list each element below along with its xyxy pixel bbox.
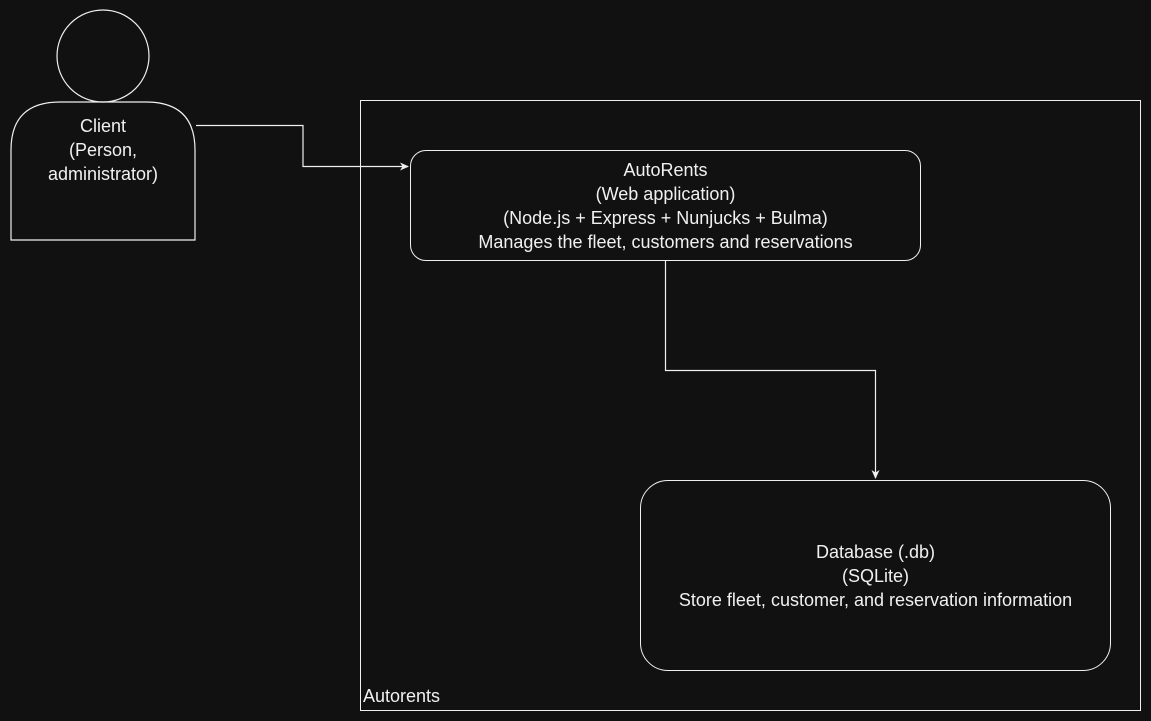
database-name: Database (.db) [815,541,936,562]
system-boundary[interactable]: Autorents [360,100,1141,711]
database-description: Store fleet, customer, and reservation i… [678,589,1073,610]
app-to-database-connector[interactable] [664,261,880,479]
actor-label-line: Client [79,116,127,136]
client-actor-label: Client (Person, administrator) [10,114,196,186]
actor-label-line: (Person, [68,140,138,160]
app-type: (Web application) [595,183,736,204]
system-boundary-label: Autorents [363,686,441,706]
app-name: AutoRents [623,159,708,180]
person-head [56,9,150,103]
database-container[interactable]: Database (.db) (SQLite) Store fleet, cus… [640,480,1111,671]
database-technology: (SQLite) [841,565,910,586]
person-icon[interactable] [10,9,196,241]
client-to-app-connector[interactable] [196,124,409,171]
person-body [10,101,196,241]
actor-label-line: administrator) [47,164,159,184]
app-description: Manages the fleet, customers and reserva… [478,231,853,252]
app-technology: (Node.js + Express + Nunjucks + Bulma) [503,207,828,228]
web-application-container[interactable]: AutoRents (Web application) (Node.js + E… [410,150,921,261]
